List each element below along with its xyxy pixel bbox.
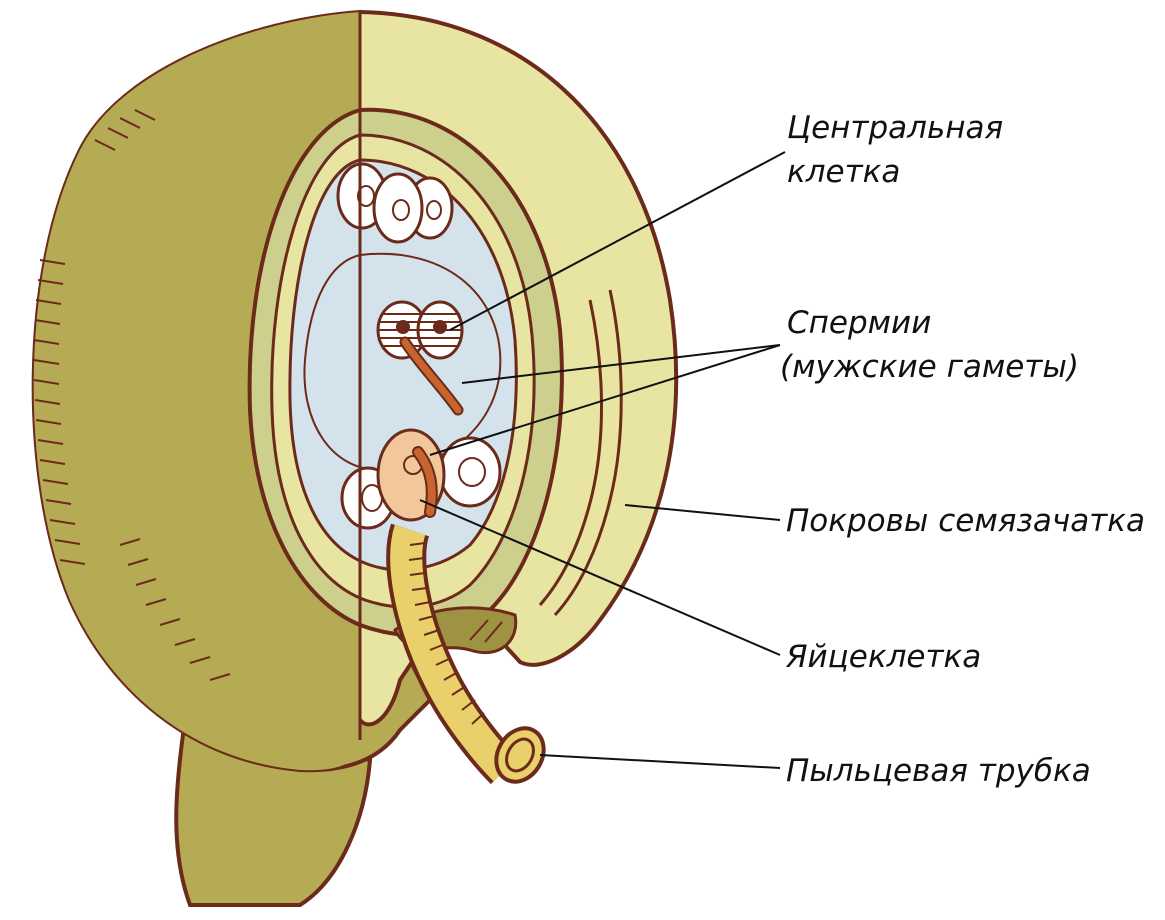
label-integuments: Покровы семязачатка bbox=[786, 503, 1145, 539]
label-egg-cell: Яйцеклетка bbox=[785, 639, 981, 675]
label-central-cell-line1: Центральная bbox=[787, 110, 1003, 146]
label-pollen-tube: Пыльцевая трубка bbox=[786, 753, 1091, 789]
label-central-cell-line2: клетка bbox=[787, 154, 900, 190]
leader-pollen-tube bbox=[540, 755, 780, 768]
label-sperm-line1: Спермии bbox=[787, 305, 931, 341]
label-sperm-line2: (мужские гаметы) bbox=[780, 349, 1079, 385]
central-cell-nuclei bbox=[378, 302, 462, 358]
